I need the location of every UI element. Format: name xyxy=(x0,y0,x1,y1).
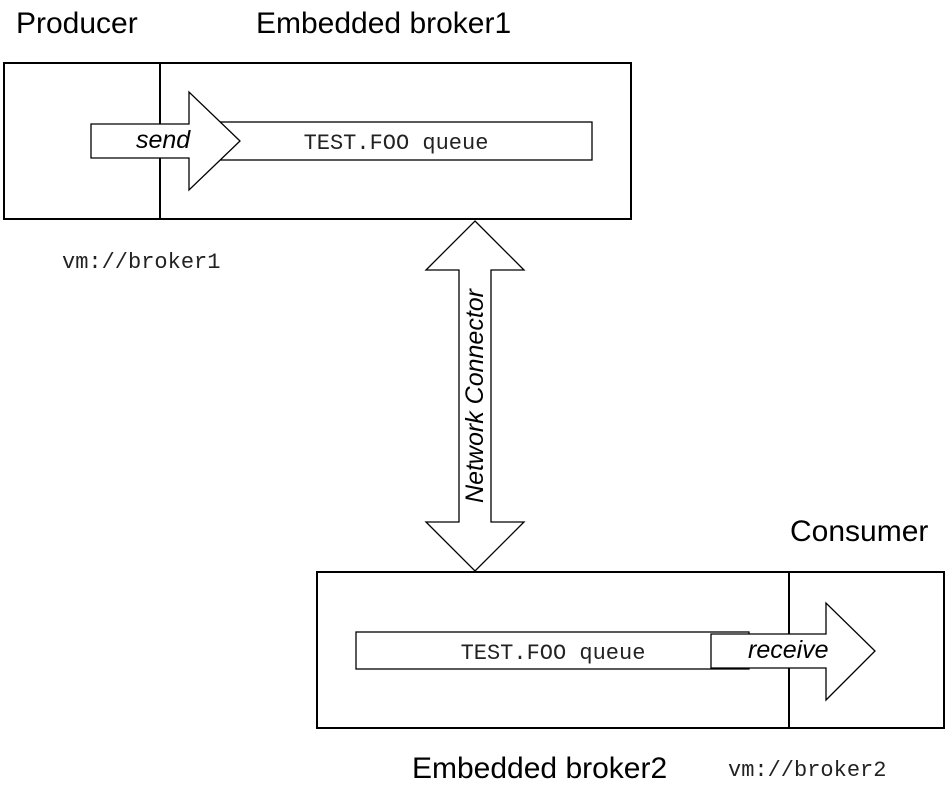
receive-label: receive xyxy=(748,636,829,664)
queue2-label: TEST.FOO queue xyxy=(461,641,646,666)
broker2-url: vm://broker2 xyxy=(728,758,886,783)
producer-heading: Producer xyxy=(16,7,138,40)
network-connector-label: Network Connector xyxy=(461,287,489,503)
broker1-url: vm://broker1 xyxy=(62,250,220,275)
send-label: send xyxy=(136,126,191,154)
queue1-label: TEST.FOO queue xyxy=(304,131,489,156)
send-arrow xyxy=(90,90,241,192)
broker1-heading: Embedded broker1 xyxy=(256,7,511,40)
queue1-box xyxy=(219,121,593,161)
broker2-heading: Embedded broker2 xyxy=(412,752,667,785)
consumer-heading: Consumer xyxy=(790,515,928,548)
receive-arrow xyxy=(710,601,876,702)
